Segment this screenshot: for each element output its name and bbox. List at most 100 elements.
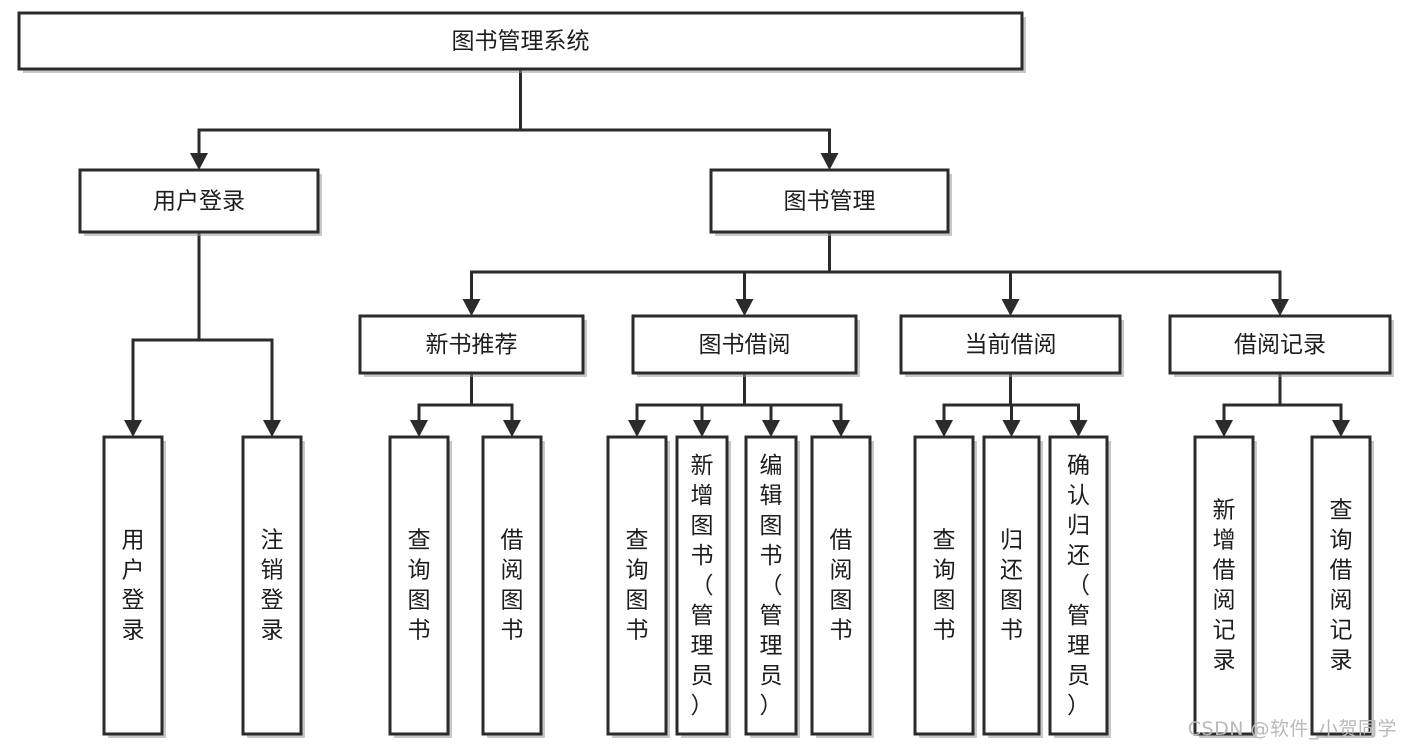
node-leaf-add-book-label-char: （	[691, 573, 714, 599]
watermark-text: CSDN @软件_小贺同学	[1187, 718, 1397, 740]
node-leaf-query-record-label-char: 查	[1330, 498, 1353, 524]
node-leaf-edit-book-label-char: 编	[760, 453, 783, 479]
node-leaf-confirm-return-label-char: 确	[1067, 453, 1090, 479]
node-leaf-edit-book-label-char: 辑	[760, 483, 783, 509]
node-book-borrow-rect[interactable]	[631, 314, 858, 375]
node-new-book-recommend[interactable]: 新书推荐	[358, 314, 587, 377]
node-leaf-query-book-2-label-char: 询	[626, 558, 649, 584]
node-leaf-user-login[interactable]: 用户登录	[102, 435, 166, 738]
node-new-book-recommend-label: 新书推荐	[426, 332, 518, 358]
node-leaf-query-book-2-label-char: 书	[626, 618, 649, 644]
node-leaf-query-book-3-label-char: 图	[933, 588, 956, 614]
node-book-manage-rect[interactable]	[709, 168, 950, 234]
node-leaf-user-login-label-char: 录	[122, 618, 145, 644]
node-book-manage[interactable]: 图书管理	[709, 168, 952, 236]
node-book-manage-label: 图书管理	[784, 189, 876, 215]
node-leaf-borrow-book-2-rect[interactable]	[810, 435, 872, 736]
arrow-head-icon	[410, 420, 428, 437]
node-leaf-edit-book-rect[interactable]	[744, 435, 798, 736]
node-book-borrow-label: 图书借阅	[699, 332, 791, 358]
node-leaf-query-book-3-label-char: 询	[933, 558, 956, 584]
node-leaf-logout-label-char: 录	[261, 618, 284, 644]
node-leaf-borrow-book-1-label-char: 借	[501, 528, 524, 554]
arrow-head-icon	[820, 153, 839, 170]
node-leaf-add-book-label-char: 图	[691, 513, 714, 539]
node-leaf-user-login-rect[interactable]	[102, 435, 164, 736]
node-leaf-user-login-label-char: 用	[122, 528, 145, 554]
node-borrow-record-rect[interactable]	[1168, 314, 1392, 375]
arrow-head-icon	[762, 420, 780, 437]
node-leaf-confirm-return-label-char: 归	[1067, 513, 1090, 539]
node-leaf-confirm-return-label-char: （	[1067, 573, 1090, 599]
node-leaf-borrow-book-1-label-char: 图	[501, 588, 524, 614]
node-leaf-confirm-return-label-char: 理	[1067, 633, 1090, 659]
node-leaf-edit-book-label-char: （	[760, 573, 783, 599]
node-borrow-record-label: 借阅记录	[1234, 332, 1326, 358]
node-leaf-query-book-2-rect[interactable]	[606, 435, 668, 736]
node-borrow-record[interactable]: 借阅记录	[1168, 314, 1394, 377]
arrow-head-icon	[1215, 420, 1233, 437]
node-leaf-logout-label-char: 销	[261, 558, 284, 584]
node-leaf-confirm-return-label-char: 员	[1067, 663, 1090, 689]
node-leaf-borrow-book-2-label-char: 书	[830, 618, 853, 644]
node-leaf-borrow-book-1-rect[interactable]	[481, 435, 543, 736]
node-leaf-query-book-1-label-char: 询	[408, 558, 431, 584]
node-root-system-rect[interactable]	[17, 11, 1024, 71]
node-leaf-add-record-label-char: 借	[1213, 558, 1236, 584]
node-leaf-query-book-1-rect[interactable]	[388, 435, 450, 736]
node-user-login-rect[interactable]	[78, 168, 320, 234]
node-leaf-logout-rect[interactable]	[241, 435, 303, 736]
node-leaf-edit-book-label-char: 员	[760, 663, 783, 689]
node-leaf-confirm-return-label-char: 管	[1067, 603, 1090, 629]
node-leaf-edit-book-label-char: 图	[760, 513, 783, 539]
arrow-head-icon	[190, 153, 208, 170]
edges-layer	[124, 67, 1350, 437]
node-leaf-return-book-rect[interactable]	[982, 435, 1041, 736]
node-book-borrow[interactable]: 图书借阅	[631, 314, 860, 377]
arrow-head-icon	[1271, 299, 1289, 316]
node-leaf-add-record-label-char: 记	[1213, 618, 1236, 644]
node-leaf-edit-book-label-char: 管	[760, 603, 783, 629]
node-root-system[interactable]: 图书管理系统	[17, 11, 1026, 73]
node-leaf-add-book-rect[interactable]	[675, 435, 729, 736]
node-current-borrow[interactable]: 当前借阅	[899, 314, 1124, 377]
node-leaf-user-login-label-char: 登	[122, 588, 145, 614]
node-leaf-borrow-book-2-label-char: 借	[830, 528, 853, 554]
node-leaf-logout-label-char: 注	[261, 528, 284, 554]
arrow-head-icon	[1001, 299, 1020, 316]
node-leaf-query-record-label-char: 记	[1330, 618, 1353, 644]
node-root-system-label: 图书管理系统	[452, 29, 590, 55]
arrow-head-icon	[935, 420, 953, 437]
node-leaf-query-record-rect[interactable]	[1310, 435, 1372, 736]
node-new-book-recommend-rect[interactable]	[358, 314, 585, 375]
node-user-login-label: 用户登录	[153, 189, 245, 215]
node-leaf-borrow-book-2-label-char: 阅	[830, 558, 853, 584]
arrow-head-icon	[1069, 420, 1088, 437]
node-leaf-confirm-return-rect[interactable]	[1048, 435, 1109, 736]
node-current-borrow-rect[interactable]	[899, 314, 1122, 375]
arrow-head-icon	[263, 420, 281, 437]
node-leaf-borrow-book-1-label-char: 书	[501, 618, 524, 644]
node-leaf-return-book-label-char: 归	[1000, 528, 1023, 554]
nodes-layer: 图书管理系统用户登录图书管理新书推荐图书借阅当前借阅借阅记录用户登录注销登录查询…	[17, 11, 1394, 738]
node-leaf-query-book-3-rect[interactable]	[913, 435, 975, 736]
node-leaf-query-book-3-label-char: 书	[933, 618, 956, 644]
node-leaf-edit-book-label-char: 理	[760, 633, 783, 659]
node-leaf-borrow-book-2-label-char: 图	[830, 588, 853, 614]
node-leaf-add-record-rect[interactable]	[1193, 435, 1255, 736]
node-user-login[interactable]: 用户登录	[78, 168, 322, 236]
